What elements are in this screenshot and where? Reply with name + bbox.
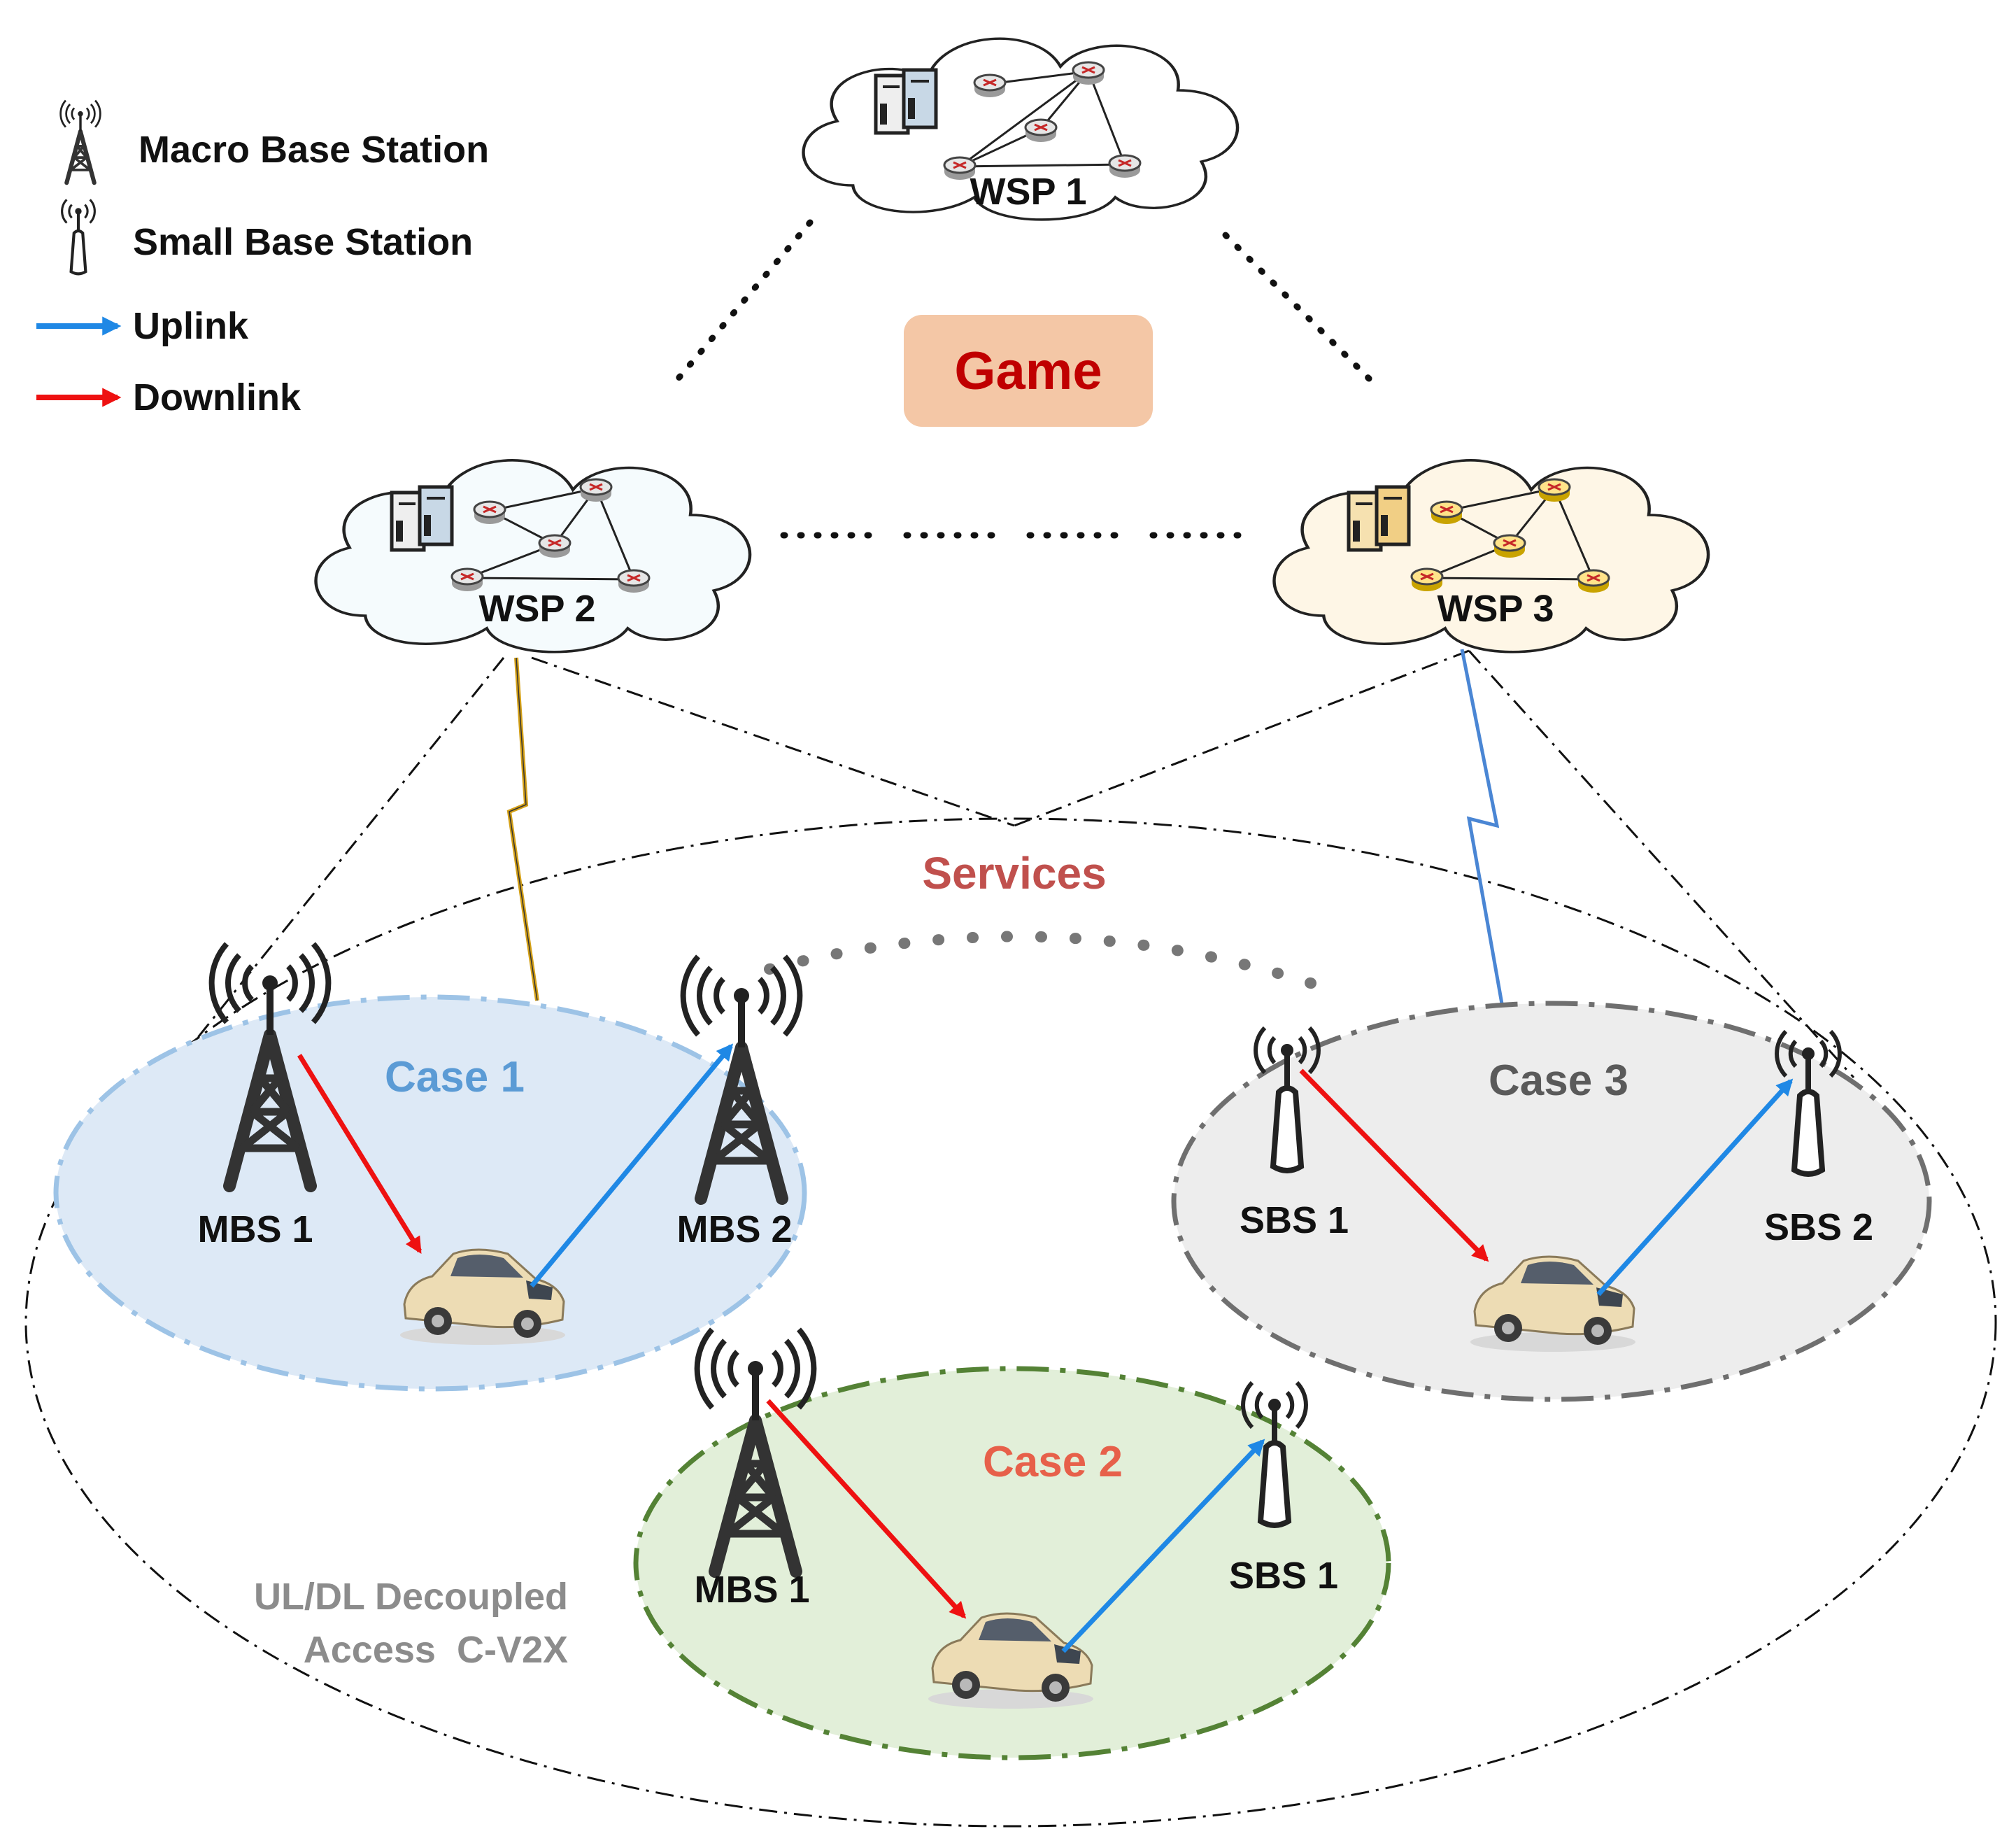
wsp3-router-icon	[1430, 500, 1463, 525]
wsp2-label: WSP 2	[478, 588, 595, 630]
wsp3-server-icon	[1349, 487, 1409, 550]
decoupled-access-region	[24, 817, 1997, 1828]
wsp1-wsp3-dotted-link	[1222, 232, 1380, 390]
wsp1-router-icon	[973, 73, 1007, 99]
wsp1-label: WSP 1	[970, 171, 1086, 213]
case2-sbs1-label: SBS 1	[1229, 1555, 1338, 1597]
case2-downlink-arrow	[766, 1399, 967, 1619]
case3-area	[1171, 1001, 1932, 1402]
wsp3-network	[1349, 478, 1610, 594]
case3-sbs2-label: SBS 2	[1764, 1206, 1873, 1248]
legend-downlink-label: Downlink	[133, 376, 301, 418]
wsp2-router-icon	[473, 500, 506, 525]
case1-mbs2-label: MBS 2	[676, 1208, 792, 1250]
legend: Macro Base Station Small Base Station Up…	[36, 101, 489, 418]
region-label-line2: Access C-V2X	[304, 1629, 568, 1671]
wsp1-server-icon	[876, 70, 936, 133]
legend-uplink-label: Uplink	[133, 305, 249, 347]
wsp1-wsp2-dotted-link	[669, 219, 814, 388]
legend-small-label: Small Base Station	[133, 221, 473, 263]
case1-uplink-arrow	[530, 1043, 734, 1288]
legend-macro-label: Macro Base Station	[139, 129, 489, 171]
region-label-line1: UL/DL Decoupled	[254, 1576, 568, 1618]
case3-uplink-arrow	[1596, 1078, 1794, 1297]
macro-base-station-legend-icon	[61, 101, 101, 183]
case1-area	[53, 994, 807, 1392]
wsp3-wireless-bolt	[1460, 649, 1505, 1008]
case1-title: Case 1	[385, 1053, 525, 1101]
case3-sbs1-label: SBS 1	[1240, 1199, 1349, 1241]
case3-downlink-arrow	[1299, 1068, 1489, 1262]
small-base-station-legend-icon	[62, 199, 95, 274]
wsp3-label: WSP 3	[1437, 588, 1554, 630]
case-dotted-arc	[764, 931, 1331, 994]
case1-mbs1-label: MBS 1	[197, 1208, 313, 1250]
services-label: Services	[922, 848, 1106, 898]
game-box	[904, 315, 1153, 427]
case2-uplink-arrow	[1061, 1439, 1265, 1653]
case2-mbs1-label: MBS 1	[694, 1569, 809, 1611]
wsp2-wireless-bolt	[506, 657, 539, 1001]
wsp2-server-icon	[392, 487, 452, 550]
case3-title: Case 3	[1489, 1057, 1628, 1105]
wsp2-network	[392, 478, 651, 594]
case2-title: Case 2	[983, 1438, 1123, 1486]
game-label: Game	[954, 341, 1102, 401]
wsp1-network	[876, 61, 1142, 181]
case1-downlink-arrow	[297, 1054, 422, 1255]
